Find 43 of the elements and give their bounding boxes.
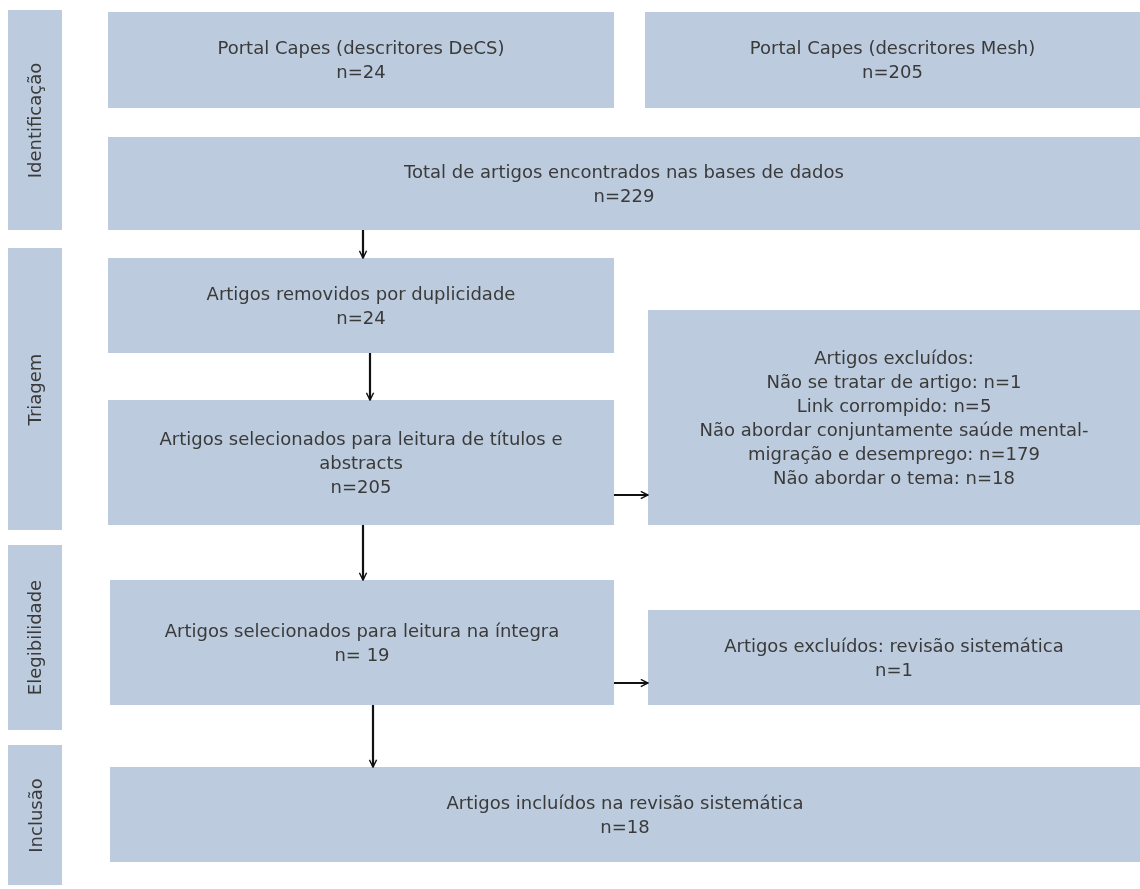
box-text: n=24: [336, 305, 386, 330]
box-text: n=229: [593, 183, 655, 208]
arrow: [368, 705, 378, 768]
box-text: Não se tratar de artigo: n=1: [766, 369, 1022, 394]
box-text: Portal Capes (descritores DeCS): [217, 36, 505, 60]
box-text: Portal Capes (descritores Mesh): [749, 36, 1036, 60]
box-text: Link corrompido: n=5: [796, 393, 992, 418]
arrow: [358, 525, 368, 581]
box-text: n=205: [862, 60, 923, 84]
box-text: n=24: [336, 60, 386, 84]
stage-label: Identificação: [23, 62, 47, 178]
arrow: [365, 353, 375, 401]
box-text: Total de artigos encontrados nas bases de dados: [404, 159, 844, 184]
stage-band: [8, 745, 62, 885]
box-text: Não abordar conjuntamente saúde mental- migração e desemprego: n=179: [698, 417, 1090, 466]
box-text: Não abordar o tema: n=18: [773, 465, 1015, 490]
process-box: [108, 258, 614, 353]
process-box: [110, 580, 614, 705]
process-box: [108, 400, 614, 525]
arrow: [614, 678, 649, 688]
box-text: Artigos incluídos na revisão sistemática: [446, 790, 804, 815]
stage-band: [8, 545, 62, 730]
box-text: Artigos selecionados para leitura na íntegra: [164, 618, 560, 643]
box-text: n=18: [600, 814, 650, 839]
stage-label: Elegibilidade: [23, 579, 47, 696]
process-box: [108, 137, 1140, 230]
stage-label: Triagem: [23, 353, 47, 425]
process-box: [108, 12, 614, 108]
process-box: [648, 310, 1140, 525]
box-text: n=205: [330, 474, 392, 499]
arrow: [358, 230, 368, 259]
box-text: Artigos excluídos:: [814, 345, 974, 370]
box-text: Artigos excluídos: revisão sistemática: [724, 633, 1064, 658]
box-text: Artigos removidos por duplicidade: [206, 281, 516, 306]
box-text: n= 19: [334, 642, 390, 667]
process-box: [648, 610, 1140, 705]
stage-band: [8, 10, 62, 230]
stage-band: [8, 248, 62, 530]
arrow: [614, 490, 649, 500]
process-box: [110, 767, 1140, 862]
process-box: [645, 12, 1140, 108]
box-text: n=1: [875, 657, 913, 682]
stage-label: Inclusão: [23, 777, 47, 853]
